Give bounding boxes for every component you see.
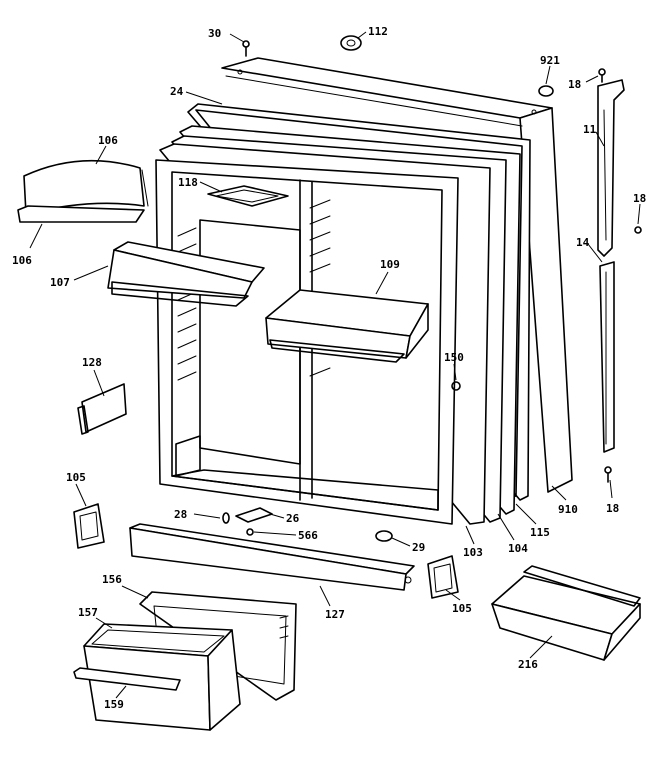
- grommet-112: [340, 35, 362, 51]
- shelf-118: [207, 185, 289, 207]
- crisper-pan-157: [83, 623, 241, 731]
- label-910: 910: [558, 503, 578, 516]
- label-28: 28: [174, 508, 187, 521]
- damper-26: [235, 507, 273, 523]
- shelf-107: [107, 241, 265, 307]
- screw-30: [242, 40, 250, 57]
- outer-case-910: [221, 57, 573, 493]
- label-24: 24: [170, 85, 184, 98]
- label-18-top: 18: [568, 78, 581, 91]
- label-109: 109: [380, 258, 400, 271]
- screws-18: [598, 68, 642, 483]
- label-157: 157: [78, 606, 98, 619]
- label-103: 103: [463, 546, 483, 559]
- label-216: 216: [518, 658, 538, 671]
- label-18-mid: 18: [633, 192, 646, 205]
- label-30: 30: [208, 27, 221, 40]
- label-11: 11: [583, 123, 597, 136]
- label-921: 921: [540, 54, 560, 67]
- hinge-bar-14: [599, 261, 615, 453]
- callout-labels: 30 112 921 24 18 11 106 106 118 18 14 10…: [12, 25, 646, 711]
- label-104: 104: [508, 542, 528, 555]
- label-115: 115: [530, 526, 550, 539]
- shelf-rails: [177, 199, 331, 381]
- label-159: 159: [104, 698, 124, 711]
- label-105-left: 105: [66, 471, 86, 484]
- plug-29: [375, 530, 393, 542]
- label-106-bottom: 106: [12, 254, 32, 267]
- bracket-105-right: [427, 555, 459, 599]
- cover-128: [77, 383, 127, 435]
- screw-566: [246, 528, 254, 536]
- label-105-right: 105: [452, 602, 472, 615]
- bracket-105-left: [73, 503, 105, 549]
- label-29: 29: [412, 541, 425, 554]
- label-127: 127: [325, 608, 345, 621]
- label-566: 566: [298, 529, 318, 542]
- label-26: 26: [286, 512, 300, 525]
- label-118: 118: [178, 176, 198, 189]
- plug-921: [538, 85, 554, 97]
- dairy-door-106: [17, 159, 149, 223]
- door-bin-216: [491, 565, 641, 661]
- door-bin-109: [265, 289, 429, 363]
- label-14: 14: [576, 236, 590, 249]
- label-156: 156: [102, 573, 122, 586]
- leader-lines: [29, 31, 641, 699]
- drawer-handle-159: [73, 667, 181, 691]
- label-18-bottom: 18: [606, 502, 619, 515]
- clip-150: [451, 381, 461, 391]
- cover-127: [129, 523, 415, 591]
- label-128: 128: [82, 356, 102, 369]
- label-106-top: 106: [98, 134, 118, 147]
- hinge-bracket-11: [597, 79, 625, 257]
- label-112: 112: [368, 25, 388, 38]
- screw-28: [222, 512, 230, 524]
- label-150: 150: [444, 351, 464, 364]
- label-107: 107: [50, 276, 70, 289]
